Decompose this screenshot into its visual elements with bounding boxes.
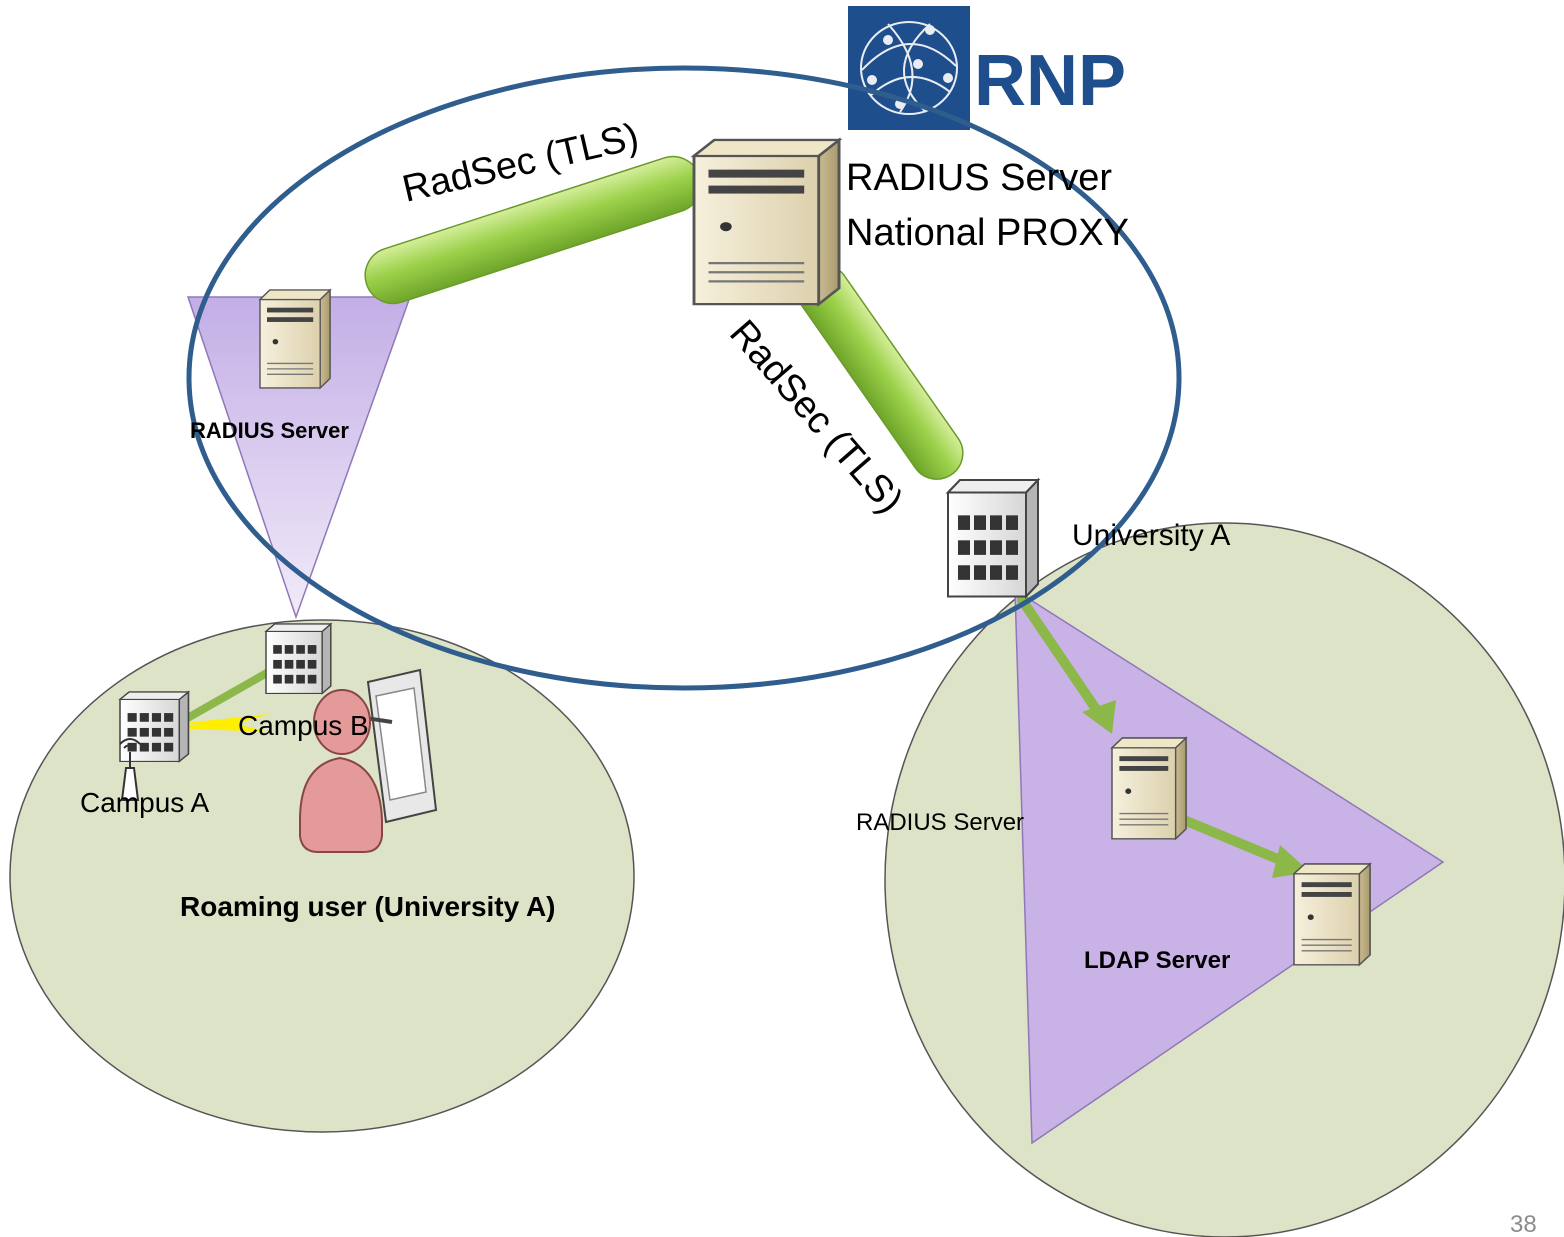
page-number: 38	[1510, 1211, 1537, 1237]
federation-ellipse	[186, 65, 1182, 691]
university-a-label: University A	[1072, 519, 1230, 552]
arrow-head-to-radius	[1082, 700, 1116, 734]
rnp-logo-mark-bg	[848, 6, 970, 130]
roaming-user-label: Roaming user (University A)	[180, 891, 555, 922]
university-a-building-icon	[946, 478, 1040, 598]
national-server-label-line2: National PROXY	[846, 212, 1129, 254]
university-a-auth-triangle	[1014, 588, 1445, 1145]
ldap-server-label: LDAP Server	[1084, 947, 1230, 974]
left-radius-server-label: RADIUS Server	[190, 418, 349, 443]
rnp-logo-text: RNP	[974, 41, 1126, 121]
campus-b-building-icon	[265, 623, 332, 695]
rnp-logo: RNP	[848, 6, 1126, 130]
campus-b-label: Campus B	[238, 710, 369, 741]
left-radius-server-icon	[259, 289, 331, 389]
ldap-server-icon	[1293, 863, 1371, 966]
campus-a-label: Campus A	[80, 787, 209, 818]
visited-campus-region	[9, 619, 635, 1133]
national-server-label-line1: RADIUS Server	[846, 157, 1112, 199]
right-radius-server-label: RADIUS Server	[856, 809, 1024, 836]
campus-a-building-icon	[119, 691, 190, 763]
wifi-antenna-icon	[119, 738, 141, 801]
person-icon	[299, 689, 383, 853]
right-radius-server-icon	[1111, 737, 1187, 840]
globe-icon	[860, 21, 958, 115]
wireless-signal-bolt	[165, 714, 270, 732]
tablet-icon	[339, 668, 438, 824]
national-proxy-server-icon	[692, 138, 841, 306]
